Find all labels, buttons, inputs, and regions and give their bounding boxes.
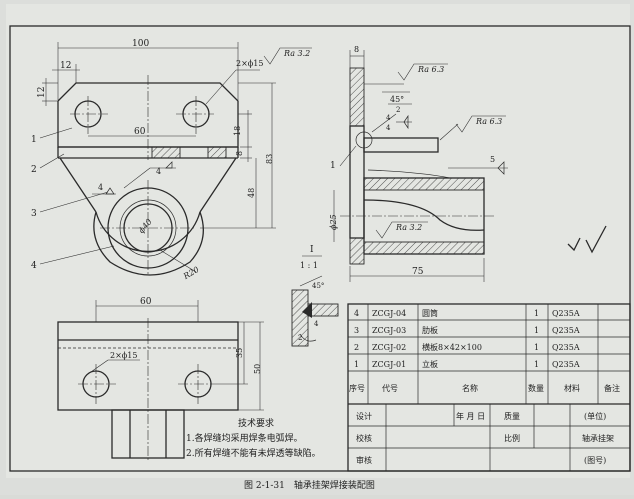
title-block: 设计 校核 审核 年 月 日 质量 比例 (单位) 轴承挂架 (图号): [356, 411, 614, 465]
figure-caption: 图 2-1-31 轴承挂架焊接装配图: [244, 479, 375, 491]
part-row-name: 立板: [422, 359, 438, 369]
dim-100: 100: [132, 39, 149, 49]
parts-list: [347, 303, 631, 472]
part-row-material: Q235A: [552, 360, 580, 369]
weld-4-b: 4: [98, 183, 103, 192]
tb-drawing-name: 轴承挂架: [582, 433, 614, 443]
weld-2: 2: [396, 106, 400, 114]
balloon-1-right: 1: [330, 161, 336, 171]
tb-review: 审核: [356, 455, 372, 465]
header-remark: 备注: [604, 383, 620, 393]
part-row-code: ZCGJ-02: [372, 343, 406, 352]
detail-label: I: [310, 245, 314, 255]
header-code: 代号: [382, 383, 398, 393]
tb-design: 设计: [356, 411, 372, 421]
dim-60-b: 60: [140, 297, 152, 307]
dim-83: 83: [265, 154, 274, 164]
dim-60-a: 60: [134, 127, 146, 137]
roughness-symbols: [567, 225, 607, 254]
balloon-4: 4: [31, 261, 37, 271]
part-row-material: Q235A: [552, 309, 580, 318]
part-row-code: ZCGJ-01: [372, 360, 406, 369]
balloon-2: 2: [31, 165, 37, 175]
part-row-no: 2: [354, 343, 359, 352]
dim-2x15-b: 2×ϕ15: [110, 351, 137, 360]
part-row-material: Q235A: [552, 343, 580, 352]
header-material: 材料: [564, 383, 580, 393]
tech-item-1: 1.各焊缝均采用焊条电弧焊。: [186, 432, 303, 444]
side-view-dimensions: 8 Ra 6.3 45° 2 4 4 Ra 6.3 5 ϕ25 Ra 3.2 7…: [329, 45, 508, 282]
weld-4-a: 4: [156, 167, 161, 176]
tb-check: 校核: [356, 433, 372, 443]
ra-3-2-a: Ra 3.2: [283, 49, 310, 58]
drawing-frame: [9, 25, 631, 472]
part-row-code: ZCGJ-04: [372, 309, 406, 318]
tb-date: 年 月 日: [456, 411, 485, 421]
part-row-name: 圆筒: [422, 308, 438, 318]
tb-scale: 比例: [504, 433, 520, 443]
weld-4-c: 4: [386, 114, 391, 122]
dim-35: 35: [235, 348, 244, 358]
weld-5: 5: [490, 155, 495, 164]
header-name: 名称: [462, 383, 478, 393]
header-no: 序号: [349, 383, 365, 393]
tb-drawing-no: (图号): [584, 456, 606, 465]
tb-unit: (单位): [584, 411, 606, 421]
ra-3-2-b: Ra 3.2: [395, 223, 422, 232]
parts-header: 序号 代号 名称 数量 材料 备注: [349, 383, 620, 393]
part-row-name: 横板8×42×100: [422, 342, 482, 352]
balloon-3: 3: [31, 209, 37, 219]
detail-view: I 1 : 1 45° 4 2: [291, 245, 339, 347]
tb-mass: 质量: [504, 411, 520, 421]
balloons-front: 1 2 3 4: [31, 127, 115, 271]
angle-45: 45°: [390, 95, 404, 104]
part-row-no: 3: [354, 326, 359, 335]
part-row-no: 1: [354, 360, 359, 369]
dim-8: 8: [235, 151, 244, 156]
dim-8-top: 8: [354, 45, 359, 54]
part-row-code: ZCGJ-03: [372, 326, 406, 335]
dim-18: 18: [233, 126, 242, 136]
paper-inner: [6, 4, 630, 478]
dim-48: 48: [247, 188, 256, 198]
balloon-1: 1: [31, 135, 37, 145]
detail-scale: 1 : 1: [300, 261, 318, 270]
part-row-no: 4: [354, 309, 359, 318]
part-row-name: 肋板: [422, 325, 438, 335]
ra-6-3-a: Ra 6.3: [417, 65, 444, 74]
tech-title: 技术要求: [238, 417, 274, 429]
detail-2: 2: [298, 334, 302, 342]
tech-requirements: 技术要求 1.各焊缝均采用焊条电弧焊。 2.所有焊缝不能有未焊透等缺陷。: [186, 417, 321, 459]
detail-angle: 45°: [312, 282, 324, 290]
dim-12-top: 12: [60, 61, 71, 71]
dim-phi25: ϕ25: [329, 214, 338, 230]
ra-6-3-b: Ra 6.3: [475, 117, 502, 126]
part-row-material: Q235A: [552, 326, 580, 335]
part-row-qty: 1: [534, 343, 539, 352]
top-view-dimensions: 60 2×ϕ15 35 50: [87, 297, 264, 411]
dim-12-side: 12: [37, 87, 47, 98]
weld-4-d: 4: [386, 124, 391, 132]
part-row-qty: 1: [534, 360, 539, 369]
side-view: [340, 67, 494, 265]
detail-4: 4: [314, 320, 319, 328]
parts-rows: 4 ZCGJ-04 圆筒 1 Q235A 3 ZCGJ-03 肋板 1 Q235…: [354, 308, 580, 369]
part-row-qty: 1: [534, 326, 539, 335]
dim-50: 50: [253, 364, 262, 374]
part-row-qty: 1: [534, 309, 539, 318]
dim-75: 75: [412, 267, 424, 277]
dim-2x15-a: 2×ϕ15: [236, 59, 263, 68]
header-qty: 数量: [528, 383, 544, 393]
tech-item-2: 2.所有焊缝不能有未焊透等缺陷。: [186, 447, 321, 459]
top-view: [57, 318, 239, 462]
